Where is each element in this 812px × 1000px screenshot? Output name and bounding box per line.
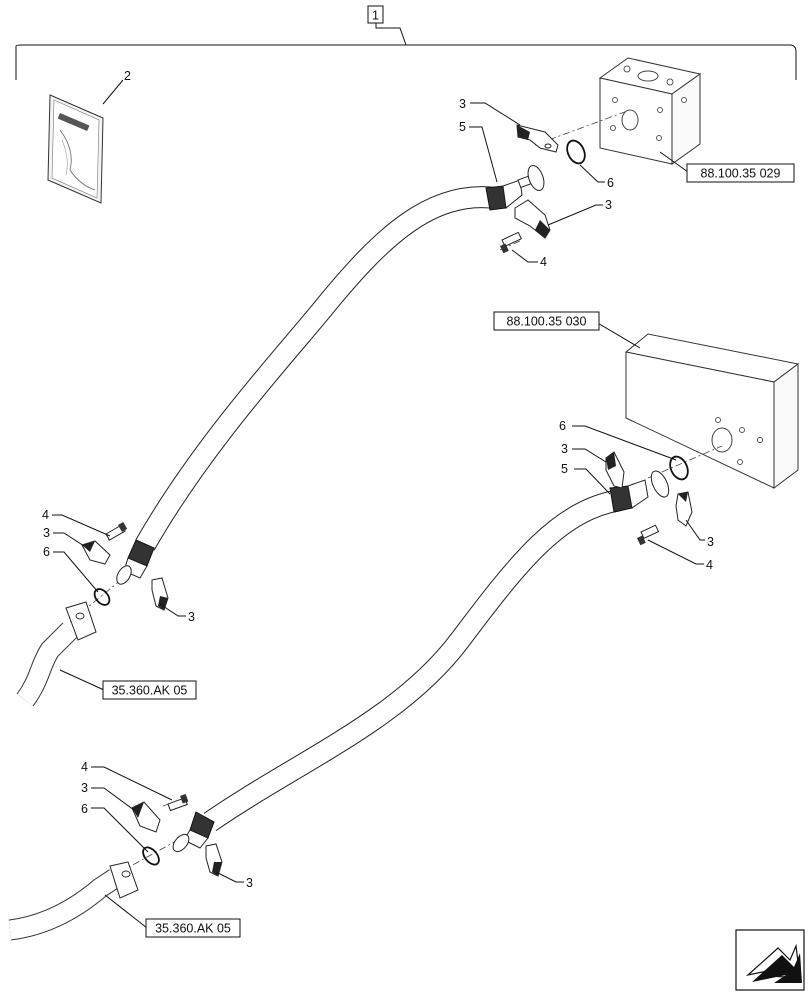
- callout-screw-l: 4: [42, 508, 49, 522]
- hose-lower: [172, 470, 670, 853]
- pipe-left: 35.360.AK 05: [16, 601, 197, 707]
- callout-clamp-u1: 3: [459, 97, 466, 111]
- o-ring-upper: [566, 139, 586, 165]
- callout-screw-u: 4: [540, 255, 547, 269]
- callout-clamp-lr1: 3: [561, 442, 568, 456]
- clamp-lower-right-bottom: [675, 491, 693, 527]
- assembly-number: 1: [372, 9, 379, 23]
- callout-clamp-l2: 3: [188, 610, 195, 624]
- screw-left: [105, 522, 128, 541]
- clamp-lower-right-top: [605, 451, 625, 489]
- screw-lower-right: [636, 524, 660, 546]
- manual-booklet: 2: [47, 69, 131, 204]
- callout-clamp-b2: 3: [246, 876, 253, 890]
- callouts-upper: 3 5 6 3 4: [459, 97, 614, 269]
- hose-upper: [116, 165, 545, 585]
- screw-bottom: [167, 793, 189, 812]
- callouts-bottom: 4 3 6 3: [81, 760, 253, 890]
- screw-upper: [499, 231, 522, 254]
- clamp-upper-top: [516, 124, 559, 153]
- callout-oring-l: 6: [43, 545, 50, 559]
- callout-hose-lr: 5: [561, 462, 568, 476]
- callout-screw-b: 4: [81, 760, 88, 774]
- callout-clamp-l1: 3: [43, 526, 50, 540]
- callout-clamp-lr2: 3: [707, 535, 714, 549]
- callout-oring-lr: 6: [559, 419, 566, 433]
- o-ring-lower-right: [669, 455, 689, 481]
- next-page-arrow-icon[interactable]: [735, 929, 805, 991]
- assembly-bracket: 1: [15, 5, 797, 80]
- callout-clamp-u2: 3: [605, 198, 612, 212]
- ref-valve-lower: 88.100.35 030: [507, 315, 587, 329]
- callout-manual: 2: [124, 69, 131, 83]
- ref-valve-upper: 88.100.35 029: [701, 167, 781, 181]
- clamp-bottom-b: [205, 843, 223, 877]
- ref-pipe-left: 35.360.AK 05: [112, 684, 188, 698]
- callouts-lower-right: 6 3 5 3 4: [559, 419, 714, 572]
- clamp-bottom-a: [131, 801, 161, 833]
- clamp-left-a: [81, 540, 111, 565]
- callouts-left: 4 3 6 3: [42, 508, 195, 624]
- callout-screw-lr: 4: [706, 558, 713, 572]
- clamp-left-b: [151, 577, 169, 611]
- callout-oring-b: 6: [81, 802, 88, 816]
- ref-pipe-bottom: 35.360.AK 05: [155, 922, 231, 936]
- clamp-upper-bottom: [514, 199, 551, 239]
- pipe-bottom: 35.360.AK 05: [8, 861, 241, 941]
- callout-clamp-b1: 3: [81, 781, 88, 795]
- valve-block-upper: 88.100.35 029: [598, 57, 795, 183]
- callout-hose-u: 5: [459, 120, 466, 134]
- callout-oring-u: 6: [607, 176, 614, 190]
- valve-block-lower: 88.100.35 030: [493, 311, 800, 489]
